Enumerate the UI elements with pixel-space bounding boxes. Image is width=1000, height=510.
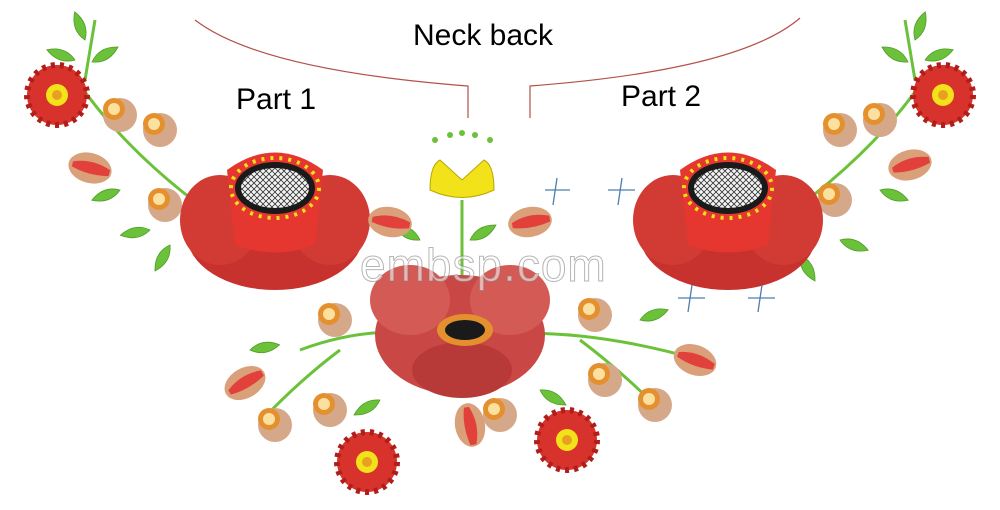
poppy-left: [178, 150, 372, 292]
alignment-markers: [545, 177, 775, 313]
part-1-label: Part 1: [236, 83, 317, 116]
daisy-top-left: [27, 65, 87, 125]
daisy-bottom-right: [537, 410, 597, 470]
poppy-right: [631, 150, 825, 292]
neckline-right: [529, 17, 801, 118]
neckline-left: [194, 19, 469, 118]
daisy-top-right: [913, 65, 973, 125]
right-branch: [631, 9, 973, 292]
left-branch: [27, 9, 372, 292]
part-2-label: Part 2: [621, 80, 702, 113]
daisy-bottom-left: [337, 432, 397, 492]
center-motif: [218, 130, 721, 492]
watermark: embsp.com: [360, 239, 607, 292]
neck-back-label: Neck back: [413, 19, 554, 52]
yellow-flower: [429, 159, 495, 198]
